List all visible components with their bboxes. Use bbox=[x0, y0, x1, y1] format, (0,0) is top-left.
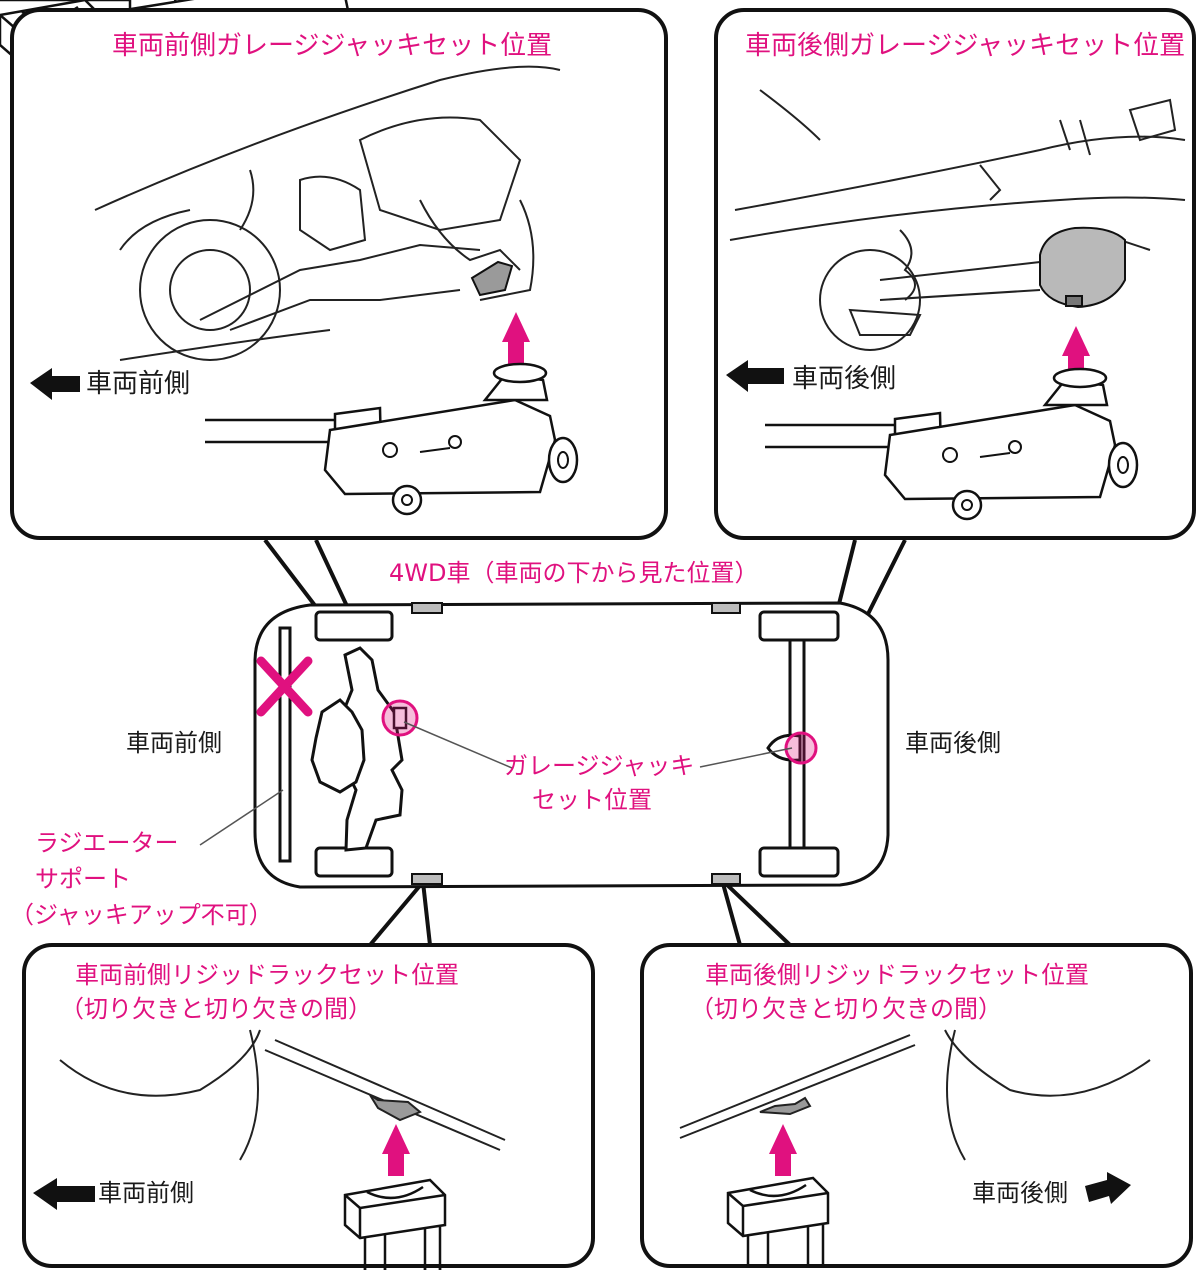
front-rack-panel bbox=[22, 943, 595, 1268]
front-jack-point bbox=[392, 706, 408, 730]
rear-left-rack-pad bbox=[711, 602, 741, 614]
radiator-label-leader bbox=[199, 789, 284, 846]
rear-rack-overlay bbox=[679, 1029, 1151, 1161]
rear-garage-jack bbox=[765, 367, 1139, 521]
rear-garage-overlay bbox=[729, 89, 1186, 351]
rear-garage-title: 車両後側ガレージジャッキセット位置 bbox=[745, 31, 1186, 61]
front-garage-title: 車両前側ガレージジャッキセット位置 bbox=[112, 31, 553, 61]
arrow-up-icon bbox=[382, 1124, 410, 1176]
rear-rack-title: 車両後側リジッドラックセット位置 bbox=[705, 961, 1089, 989]
arrow-left-icon bbox=[33, 1178, 95, 1210]
jack-point-label-line2: セット位置 bbox=[532, 786, 652, 814]
front-garage-direction-label: 車両前側 bbox=[86, 369, 191, 399]
radiator-label-line1: ラジエーター bbox=[35, 829, 179, 857]
front-left-wheel bbox=[314, 610, 394, 642]
front-jack-point-highlight bbox=[381, 699, 419, 737]
rear-differential bbox=[766, 733, 802, 762]
rear-rack-note: （切り欠きと切り欠きの間） bbox=[690, 995, 1002, 1023]
front-right-rack-pad bbox=[411, 873, 443, 885]
underbody-view bbox=[199, 601, 890, 889]
rear-jack-point-highlight bbox=[784, 731, 818, 765]
underbody-front-label: 車両前側 bbox=[126, 729, 222, 757]
front-garage-jack bbox=[205, 362, 579, 516]
arrow-up-icon bbox=[769, 1124, 797, 1176]
underbody-title: 4WD車（車両の下から見た位置） bbox=[389, 559, 759, 587]
rear-rack-direction-label: 車両後側 bbox=[972, 1179, 1068, 1207]
cross-mark-icon bbox=[256, 656, 313, 717]
jack-point-label-line1: ガレージジャッキ bbox=[504, 752, 695, 780]
front-rack-overlay bbox=[59, 1029, 506, 1161]
vehicle-outline bbox=[253, 601, 890, 889]
rear-rigid-rack bbox=[726, 1176, 830, 1268]
arrow-left-icon bbox=[30, 368, 80, 400]
radiator-label-line2: サポート bbox=[35, 865, 131, 893]
front-rack-direction-label: 車両前側 bbox=[98, 1179, 194, 1207]
arrow-right-icon bbox=[1085, 1172, 1131, 1204]
rear-right-rack-pad bbox=[711, 873, 741, 885]
engine-block bbox=[310, 698, 366, 794]
front-rack-note: （切り欠きと切り欠きの間） bbox=[60, 995, 372, 1023]
rear-differential-housing bbox=[1039, 226, 1126, 309]
front-rack-title: 車両前側リジッドラックセット位置 bbox=[75, 961, 459, 989]
underbody-rear-label: 車両後側 bbox=[905, 729, 1001, 757]
arrow-left-icon bbox=[726, 360, 784, 392]
front-left-rack-pad bbox=[411, 602, 443, 614]
radiator-label-line3: （ジャッキアップ不可） bbox=[10, 901, 273, 929]
rear-garage-direction-label: 車両後側 bbox=[792, 364, 897, 394]
rear-jack-pad bbox=[1065, 295, 1083, 307]
jack-label-leader-rear bbox=[699, 747, 793, 768]
front-rigid-rack bbox=[343, 1178, 447, 1270]
radiator-support bbox=[278, 626, 292, 863]
front-garage-overlay bbox=[94, 65, 561, 361]
front-jack-pad bbox=[470, 260, 514, 297]
jack-label-leader-front bbox=[403, 721, 513, 769]
